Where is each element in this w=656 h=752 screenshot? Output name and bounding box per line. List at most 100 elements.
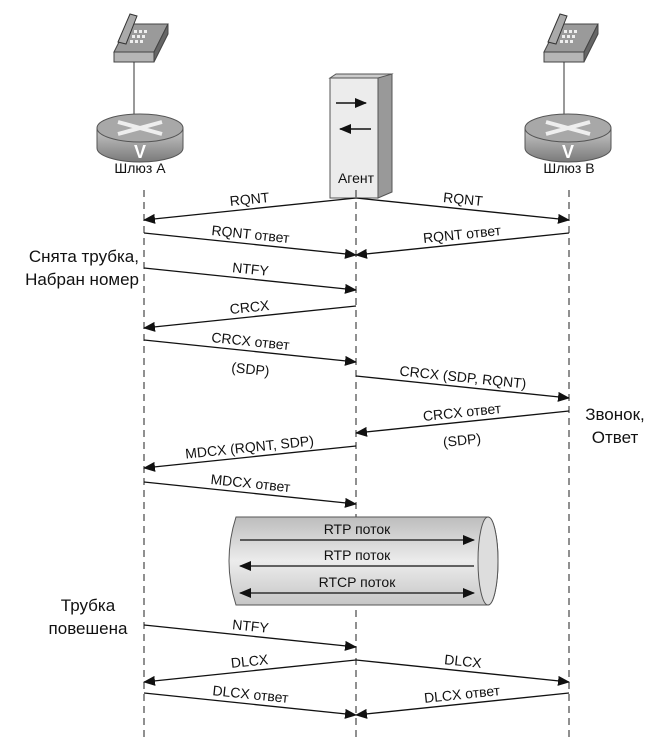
phone-handset bbox=[547, 13, 568, 45]
telephone-icon-a bbox=[113, 13, 169, 122]
message-label: DLCX bbox=[230, 651, 269, 671]
phone-key bbox=[565, 40, 568, 43]
media-tunnel-end bbox=[477, 516, 499, 606]
message-arrow: DLCX bbox=[355, 651, 570, 686]
message-line bbox=[143, 692, 357, 719]
phone-base bbox=[113, 51, 155, 63]
message-arrow: RQNT bbox=[143, 189, 357, 224]
message-arrow: NTFY bbox=[143, 259, 357, 294]
router-arrows bbox=[545, 120, 591, 136]
message-line bbox=[143, 232, 357, 259]
voice-router-icon-a: V bbox=[96, 113, 184, 163]
phone-key bbox=[142, 35, 145, 38]
message-line bbox=[143, 197, 357, 224]
phone-base bbox=[543, 51, 585, 63]
message-label: CRCX bbox=[229, 297, 271, 317]
message-arrow: MDCX ответ bbox=[143, 471, 357, 508]
phone-side bbox=[583, 23, 599, 63]
side-note-onhook: Трубка bbox=[61, 596, 116, 615]
message-label: DLCX ответ bbox=[212, 682, 290, 706]
message-label: DLCX ответ bbox=[423, 682, 501, 706]
router-arrows bbox=[117, 120, 163, 136]
message-label: CRCX ответ bbox=[422, 400, 502, 424]
message-line bbox=[355, 232, 570, 259]
message-arrow: DLCX ответ bbox=[143, 682, 357, 719]
message-label: MDCX ответ bbox=[210, 471, 292, 495]
media-stream-label: RTP поток bbox=[324, 547, 391, 563]
message-line bbox=[143, 305, 357, 332]
message-line bbox=[143, 267, 357, 294]
media-stream-label: RTCP поток bbox=[319, 574, 397, 590]
server-front bbox=[329, 77, 379, 199]
message-arrow: NTFY bbox=[143, 616, 357, 651]
phone-key bbox=[564, 30, 567, 33]
message-label: NTFY bbox=[232, 616, 271, 636]
node-label-gateway-b: Шлюз B bbox=[543, 160, 594, 176]
message-label: CRCX ответ bbox=[211, 329, 291, 353]
phone-key bbox=[132, 35, 135, 38]
side-note-offhook: Набран номер bbox=[25, 270, 139, 289]
message-arrow: MDCX (RQNT, SDP) bbox=[143, 432, 357, 472]
message-label: NTFY bbox=[232, 259, 271, 279]
phone-key bbox=[144, 30, 147, 33]
message-arrow: DLCX ответ bbox=[355, 682, 570, 719]
phone-key bbox=[137, 35, 140, 38]
phone-key bbox=[560, 40, 563, 43]
message-line bbox=[143, 339, 357, 366]
node-label-agent: Агент bbox=[338, 170, 375, 186]
message-label: DLCX bbox=[444, 651, 483, 671]
message-line bbox=[355, 197, 570, 224]
phone-key bbox=[569, 30, 572, 33]
phone-key bbox=[570, 40, 573, 43]
call-agent-server-icon bbox=[328, 73, 394, 199]
message-line bbox=[143, 445, 357, 472]
message-arrow: CRCX ответ (SDP) bbox=[355, 400, 570, 450]
side-note-answer: Ответ bbox=[592, 428, 639, 447]
voice-router-icon-b: V bbox=[524, 113, 612, 163]
phone-key bbox=[572, 35, 575, 38]
message-arrow: RQNT ответ bbox=[143, 222, 357, 259]
message-arrow: CRCX ответ (SDP) bbox=[143, 329, 357, 379]
phone-key bbox=[139, 30, 142, 33]
phone-key bbox=[562, 35, 565, 38]
message-label: RQNT bbox=[442, 189, 484, 209]
message-label: RQNT bbox=[229, 189, 271, 209]
router-v-mark: V bbox=[134, 142, 146, 162]
side-note-onhook: повешена bbox=[49, 619, 128, 638]
message-arrow: RQNT ответ bbox=[355, 222, 570, 259]
phone-key bbox=[140, 40, 143, 43]
phone-key bbox=[130, 40, 133, 43]
node-label-gateway-a: Шлюз A bbox=[114, 160, 166, 176]
message-line bbox=[143, 624, 357, 651]
telephone-icon-b bbox=[543, 13, 599, 122]
phone-keypad bbox=[130, 30, 147, 43]
message-label: (SDP) bbox=[442, 430, 482, 450]
phone-keypad bbox=[560, 30, 577, 43]
message-arrow: CRCX (SDP, RQNT) bbox=[355, 363, 570, 402]
message-label: (SDP) bbox=[231, 359, 271, 379]
phone-handset bbox=[117, 13, 138, 45]
message-label: RQNT ответ bbox=[422, 222, 502, 246]
phone-side bbox=[153, 23, 169, 63]
message-line bbox=[143, 659, 357, 686]
side-note-answer: Звонок, bbox=[585, 405, 645, 424]
side-note-offhook: Снята трубка, bbox=[29, 247, 139, 266]
phone-key bbox=[574, 30, 577, 33]
phone-key bbox=[134, 30, 137, 33]
message-line bbox=[355, 375, 570, 402]
message-arrow: DLCX bbox=[143, 651, 357, 686]
server-side bbox=[377, 73, 393, 199]
media-stream-label: RTP поток bbox=[324, 521, 391, 537]
message-arrow: CRCX bbox=[143, 297, 357, 332]
phone-key bbox=[135, 40, 138, 43]
message-line bbox=[355, 410, 570, 437]
router-v-mark: V bbox=[562, 142, 574, 162]
message-line bbox=[355, 659, 570, 686]
phone-key bbox=[567, 35, 570, 38]
message-label: RQNT ответ bbox=[211, 222, 291, 246]
message-arrow: RQNT bbox=[355, 189, 570, 224]
message-line bbox=[143, 481, 357, 508]
message-line bbox=[355, 692, 570, 719]
